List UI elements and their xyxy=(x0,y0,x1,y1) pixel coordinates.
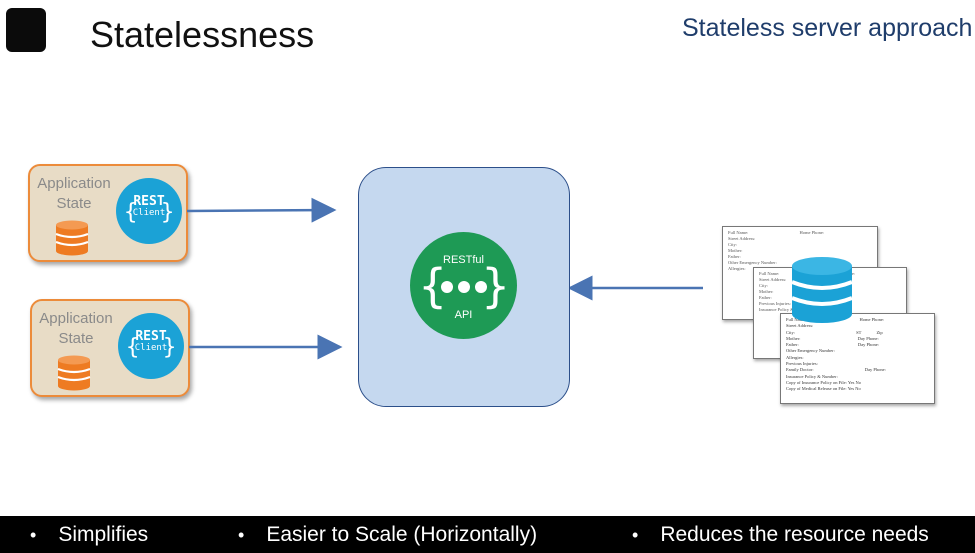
client-label-small: Client xyxy=(134,343,168,353)
form-field: Insurance Policy & Number: xyxy=(759,307,811,312)
form-field: Yes xyxy=(847,379,855,385)
client-label-line1: Application xyxy=(39,310,113,327)
client-box-1: Application State { } REST Client xyxy=(28,164,188,262)
server-database-icon xyxy=(791,257,853,323)
form-field: Insurance Policy & Number: xyxy=(786,373,838,379)
form-field: Day Phone: xyxy=(864,367,886,373)
form-field: Yes xyxy=(847,386,855,392)
form-field: No xyxy=(855,386,861,392)
footer-item-3: • Reduces the resource needs xyxy=(632,523,929,547)
form-field: Day Phone: xyxy=(857,342,879,348)
form-field: Father: xyxy=(786,342,799,348)
form-field: Home Phone: xyxy=(799,230,825,235)
form-field: Father: xyxy=(728,254,741,259)
braces-icon: { } xyxy=(124,200,174,225)
logo-square xyxy=(6,8,46,52)
rest-label: REST xyxy=(133,194,165,209)
page-subtitle: Stateless server approach xyxy=(682,14,973,42)
form-field: Previous Injuries: xyxy=(786,361,818,367)
footer-bar xyxy=(0,516,975,553)
form-field: City: xyxy=(759,283,769,288)
bullet-icon: • xyxy=(632,525,639,545)
form-field: No xyxy=(855,379,862,385)
form-field: Other Emergency Number: xyxy=(728,260,777,265)
rest-label: REST xyxy=(135,329,167,344)
form-field: Family Doctor: xyxy=(786,367,814,373)
svg-text:{: { xyxy=(126,335,139,360)
form-field: Full Name: xyxy=(759,271,780,276)
footer-item-text: Easier to Scale (Horizontally) xyxy=(266,523,538,546)
footer-item-1: • Simplifies xyxy=(30,523,148,547)
svg-text:}: } xyxy=(161,200,174,225)
bullet-icon: • xyxy=(30,525,37,545)
footer-item-2: • Easier to Scale (Horizontally) xyxy=(238,523,537,547)
client-box-2: Application State { } REST Client xyxy=(30,299,190,397)
client-label-line2: State xyxy=(58,330,94,347)
client-label: Application State xyxy=(36,174,112,214)
footer-item-text: Simplifies xyxy=(58,523,149,546)
svg-text:}: } xyxy=(163,335,176,360)
form-field: City: xyxy=(786,329,796,335)
form-field: Copy of Medical Release on File: xyxy=(786,386,847,392)
rest-client-badge xyxy=(118,313,184,379)
form-field: Home Phone: xyxy=(859,317,885,322)
form-field: Zip xyxy=(876,329,883,335)
database-icon xyxy=(57,355,91,391)
footer-item-text: Reduces the resource needs xyxy=(660,523,929,546)
form-field: Full Name: xyxy=(728,230,749,235)
client-label-line1: Application xyxy=(37,175,111,192)
form-field: Street Address: xyxy=(786,323,814,329)
form-field: Street Address: xyxy=(728,236,756,241)
api-bottom-label: API xyxy=(454,309,473,321)
api-top-label: RESTful xyxy=(443,254,484,266)
braces-icon: { } xyxy=(126,335,176,360)
form-field: Mother: xyxy=(728,248,743,253)
form-field: Copy of Insurance Policy on File: xyxy=(786,379,847,385)
form-field: Street Address: xyxy=(759,277,787,282)
arrow-client1-to-api xyxy=(186,197,337,223)
client-label-small: Client xyxy=(132,208,166,218)
form-field: Day Phone: xyxy=(857,335,879,341)
form-field: ST xyxy=(856,329,862,335)
form-field: Allergies: xyxy=(728,266,746,271)
form-field: Allergies: xyxy=(786,354,804,360)
database-icon xyxy=(55,220,89,256)
form-field: Other Emergency Number: xyxy=(786,348,835,354)
form-field: Mother: xyxy=(759,289,774,294)
page-title: Statelessness xyxy=(90,14,315,55)
form-field: City: xyxy=(728,242,738,247)
rest-client-badge xyxy=(116,178,182,244)
rest-client-text: REST Client xyxy=(116,195,182,218)
form-field: Mother: xyxy=(786,335,801,341)
api-braces-icon: { } xyxy=(418,259,510,313)
bullet-icon: • xyxy=(238,525,245,545)
form-field: Previous Injuries: xyxy=(759,301,791,306)
form-document-3: Full Name: Home Phone: Street Address: C… xyxy=(780,313,935,404)
client-label: Application State xyxy=(38,309,114,349)
svg-text:{: { xyxy=(124,200,137,225)
rest-client-text: REST Client xyxy=(118,330,184,353)
form-field: Father: xyxy=(759,295,772,300)
client-label-line2: State xyxy=(56,195,92,212)
form-field: Full Name: xyxy=(786,317,807,322)
